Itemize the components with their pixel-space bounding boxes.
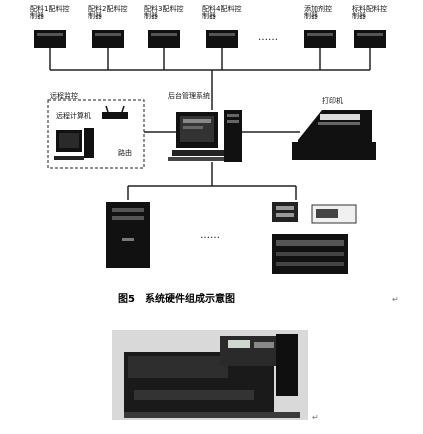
controller-label-6: 标料配料控制器 [352, 5, 387, 20]
bottom-tower-pc [106, 202, 150, 268]
remote-pc-label: 远程计算机 [56, 112, 91, 120]
controller-label-4: 配料4配料控制器 [202, 5, 242, 20]
controller-ellipsis: …… [258, 32, 278, 43]
top-bus [49, 48, 371, 110]
return-mark-2: ↵ [312, 413, 319, 422]
remote-box-label: 远程监控 [50, 92, 78, 100]
remote-box [47, 99, 176, 169]
controller-2 [92, 30, 124, 48]
printer-label: 打印机 [322, 97, 343, 105]
server-label: 后台管理系统 [168, 92, 210, 100]
controller-label-2: 配料2配料控制器 [88, 5, 128, 20]
controller-5 [304, 30, 336, 48]
bottom-bus [127, 162, 297, 200]
device-photo [112, 330, 308, 420]
controller-1 [34, 30, 66, 48]
bottom-ellipsis: …… [200, 230, 220, 241]
controller-6 [354, 30, 386, 48]
controller-label-3: 配料3配料控制器 [144, 5, 184, 20]
controller-label-5: 添加剂控制器 [304, 5, 332, 20]
router-label: 路由 [118, 149, 132, 157]
printer [292, 110, 376, 160]
controller-3 [148, 30, 180, 48]
bottom-right-devices [272, 202, 357, 274]
controller-4 [206, 30, 238, 48]
server-computer [168, 110, 242, 162]
figure-caption: 图5 系统硬件组成示意图 [118, 294, 235, 305]
return-mark-1: ↵ [392, 295, 399, 304]
controller-label-1: 配料1配料控制器 [30, 5, 70, 20]
